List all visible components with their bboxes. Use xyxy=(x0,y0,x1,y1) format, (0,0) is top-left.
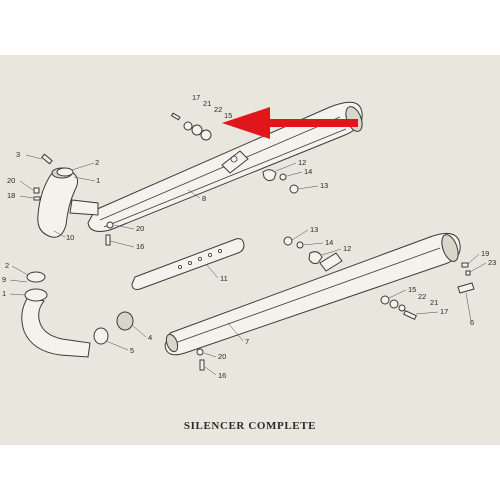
callout-1-upper: 1 xyxy=(96,176,100,185)
callout-13-lower: 13 xyxy=(310,225,318,234)
callout-12-lower: 12 xyxy=(343,244,351,253)
callout-23: 23 xyxy=(488,258,496,267)
lower-exhaust-pipe xyxy=(21,271,134,358)
callout-19: 19 xyxy=(481,249,489,258)
callout-6: 6 xyxy=(470,318,474,327)
callout-4: 4 xyxy=(148,333,152,342)
callout-9: 9 xyxy=(2,275,6,284)
diagram-title: SILENCER COMPLETE xyxy=(184,420,316,432)
leader-lines xyxy=(9,154,487,376)
callout-2-upper: 2 xyxy=(95,158,99,167)
callout-21-top: 21 xyxy=(203,99,211,108)
callout-7: 7 xyxy=(245,337,249,346)
callout-20-mid: 20 xyxy=(136,224,144,233)
callout-3: 3 xyxy=(16,150,20,159)
callout-22-top: 22 xyxy=(214,105,222,114)
callout-11: 11 xyxy=(220,274,228,283)
callout-1-lower: 1 xyxy=(2,289,6,298)
callout-12-upper: 12 xyxy=(298,158,306,167)
callout-16-lower: 16 xyxy=(218,371,226,380)
callout-18: 18 xyxy=(7,191,15,200)
callout-13-upper: 13 xyxy=(320,181,328,190)
exploded-parts-diagram: 17 21 22 15 3 2 1 20 18 10 8 20 16 12 14… xyxy=(2,93,496,432)
callout-10: 10 xyxy=(66,233,74,242)
callout-5: 5 xyxy=(130,346,134,355)
baffle-tube xyxy=(131,238,245,290)
callout-8: 8 xyxy=(202,194,206,203)
callout-22-lower: 22 xyxy=(418,292,426,301)
callout-16-mid: 16 xyxy=(136,242,144,251)
hardware xyxy=(33,112,475,371)
callout-17-top: 17 xyxy=(192,93,200,102)
callout-20-lower: 20 xyxy=(218,352,226,361)
callout-labels: 17 21 22 15 3 2 1 20 18 10 8 20 16 12 14… xyxy=(2,93,496,380)
callout-15-top: 15 xyxy=(224,111,232,120)
callout-21-lower: 21 xyxy=(430,298,438,307)
callout-17-lower: 17 xyxy=(440,307,448,316)
callout-20-upper: 20 xyxy=(7,176,15,185)
callout-14-upper: 14 xyxy=(304,167,312,176)
callout-2-lower: 2 xyxy=(5,261,9,270)
red-arrow-icon xyxy=(222,107,358,139)
lower-silencer xyxy=(164,232,461,356)
callout-15-lower: 15 xyxy=(408,285,416,294)
callout-14-lower: 14 xyxy=(325,238,333,247)
